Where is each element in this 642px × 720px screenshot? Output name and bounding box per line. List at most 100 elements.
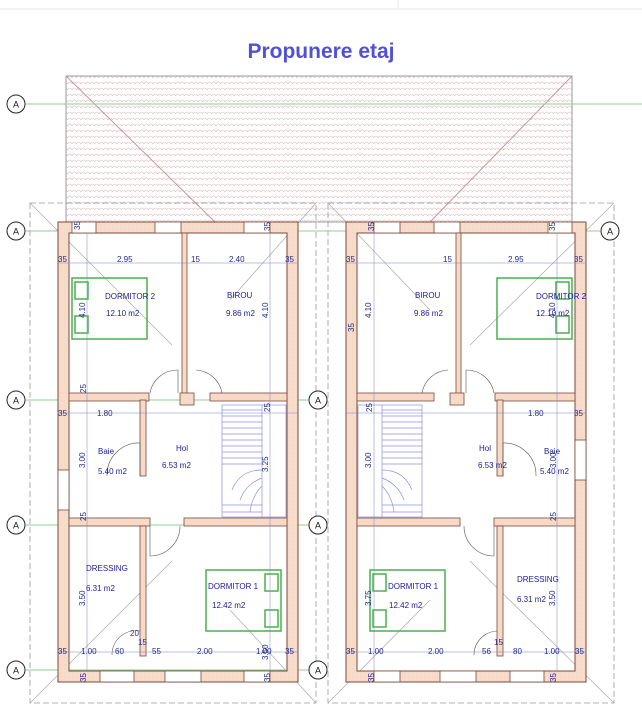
- dimension-label: 35: [548, 222, 557, 231]
- svg-text:A: A: [13, 666, 19, 676]
- dimension-label: 35: [367, 673, 376, 682]
- dimension-label: 2.00: [197, 647, 213, 656]
- dimension-label: 1.00: [368, 647, 384, 656]
- dimension-label: 15: [494, 638, 503, 647]
- axis-marker: A: [308, 390, 328, 410]
- dimension-label: 35: [73, 221, 82, 230]
- dimension-label: 35: [549, 673, 558, 682]
- dimension-label: 3.00: [78, 452, 87, 468]
- svg-text:A: A: [13, 100, 19, 110]
- room-area: 9.86 m2: [414, 309, 443, 318]
- dimension-label: 2.95: [508, 255, 524, 264]
- dimension-label: 80: [513, 647, 522, 656]
- axis-marker: A: [6, 390, 26, 410]
- roof-outline: [65, 75, 573, 223]
- left-overhang-outline: [29, 202, 317, 704]
- room-area: 12.10 m2: [536, 309, 570, 318]
- dimension-label: 3.00: [364, 452, 373, 468]
- room-name: BIROU: [227, 291, 253, 300]
- right-dimension-lines: [346, 233, 586, 671]
- page-title: Propunere etaj: [247, 40, 395, 63]
- dimension-label: 35: [58, 647, 67, 656]
- dimension-label: 55: [152, 647, 161, 656]
- room-name: DRESSING: [517, 575, 559, 584]
- bed-dormitor-1-right: [369, 569, 446, 632]
- svg-text:A: A: [607, 227, 613, 237]
- dimension-label: 35: [346, 647, 355, 656]
- dimension-label: 35: [347, 323, 356, 332]
- bed-dormitor-1-left: [205, 569, 282, 632]
- dimension-label: 35: [575, 647, 584, 656]
- dimension-label: 35: [58, 409, 67, 418]
- dimension-label: 3.50: [548, 590, 557, 606]
- dimension-label: 25: [79, 384, 88, 393]
- dimension-label: 15: [191, 255, 200, 264]
- dimension-label: 35: [285, 255, 294, 264]
- svg-text:A: A: [315, 666, 321, 676]
- room-area: 6.31 m2: [86, 584, 115, 593]
- dimension-label: 1.80: [97, 409, 113, 418]
- dimension-label: 35: [367, 222, 376, 231]
- dimension-label: 15: [138, 638, 147, 647]
- dimension-label: 25: [365, 403, 374, 412]
- right-staircase: [357, 404, 423, 518]
- roof: [65, 75, 573, 223]
- dimension-label: 35: [263, 673, 272, 682]
- roof-hip-left: [65, 75, 216, 223]
- dimension-label: 3.75: [364, 590, 373, 606]
- room-name: DORMITOR 1: [208, 582, 259, 591]
- dimension-label: 1.00: [81, 647, 97, 656]
- dimension-label: 3.00: [549, 452, 558, 468]
- room-area: 5.40 m2: [540, 467, 569, 476]
- axis-markers: A A A A A A A A A: [6, 94, 620, 680]
- dimension-label: 25: [549, 512, 558, 521]
- right-unit: BIROU 9.86 m2 DORMITOR 2 12.10 m2 Hol 6.…: [345, 221, 587, 683]
- room-area: 12.42 m2: [212, 601, 246, 610]
- dimension-label: 1.00: [256, 647, 272, 656]
- axis-marker: A: [6, 221, 26, 241]
- dimension-label: 4.10: [548, 302, 557, 318]
- dimension-label: 35: [58, 255, 67, 264]
- axis-marker: A: [308, 515, 328, 535]
- dimension-label: 35: [574, 409, 583, 418]
- dimension-label: 2.00: [428, 647, 444, 656]
- room-area: 12.42 m2: [389, 601, 423, 610]
- left-door-swings: [106, 369, 223, 656]
- dimension-label: 3.25: [261, 456, 270, 472]
- dimension-label: 20: [130, 629, 139, 638]
- dimension-label: 35: [285, 647, 294, 656]
- room-area: 5.40 m2: [98, 467, 127, 476]
- room-name: Baie: [544, 447, 561, 456]
- left-beds: [71, 277, 282, 632]
- right-interior-walls: [356, 232, 576, 657]
- svg-text:A: A: [13, 396, 19, 406]
- dimension-label: 3.50: [78, 590, 87, 606]
- axis-marker: A: [308, 660, 328, 680]
- axis-marker: A: [600, 221, 620, 241]
- room-area: 6.53 m2: [478, 461, 507, 470]
- dimension-label: 15: [443, 255, 452, 264]
- right-door-swings: [421, 369, 537, 656]
- room-name: Hol: [176, 444, 188, 453]
- room-name: DORMITOR 2: [105, 292, 156, 301]
- dimension-label: 1.00: [544, 647, 560, 656]
- dimension-label: 35: [263, 222, 272, 231]
- roof-hip-right: [429, 75, 573, 223]
- left-staircase: [221, 404, 287, 518]
- room-name: DRESSING: [86, 564, 128, 573]
- right-beds: [369, 277, 573, 632]
- dimension-label: 35: [346, 255, 355, 264]
- room-area: 6.31 m2: [517, 595, 546, 604]
- dimension-label: 2.95: [117, 255, 133, 264]
- bed-dormitor-2-right: [496, 277, 573, 340]
- svg-text:A: A: [13, 521, 19, 531]
- dimension-label: 4.10: [261, 302, 270, 318]
- dimension-label: 56: [482, 647, 491, 656]
- room-name: DORMITOR 2: [536, 292, 587, 301]
- room-area: 9.86 m2: [226, 309, 255, 318]
- dimension-label: 25: [79, 512, 88, 521]
- axis-marker: A: [6, 660, 26, 680]
- right-windows: [373, 221, 587, 683]
- room-name: DORMITOR 1: [388, 582, 439, 591]
